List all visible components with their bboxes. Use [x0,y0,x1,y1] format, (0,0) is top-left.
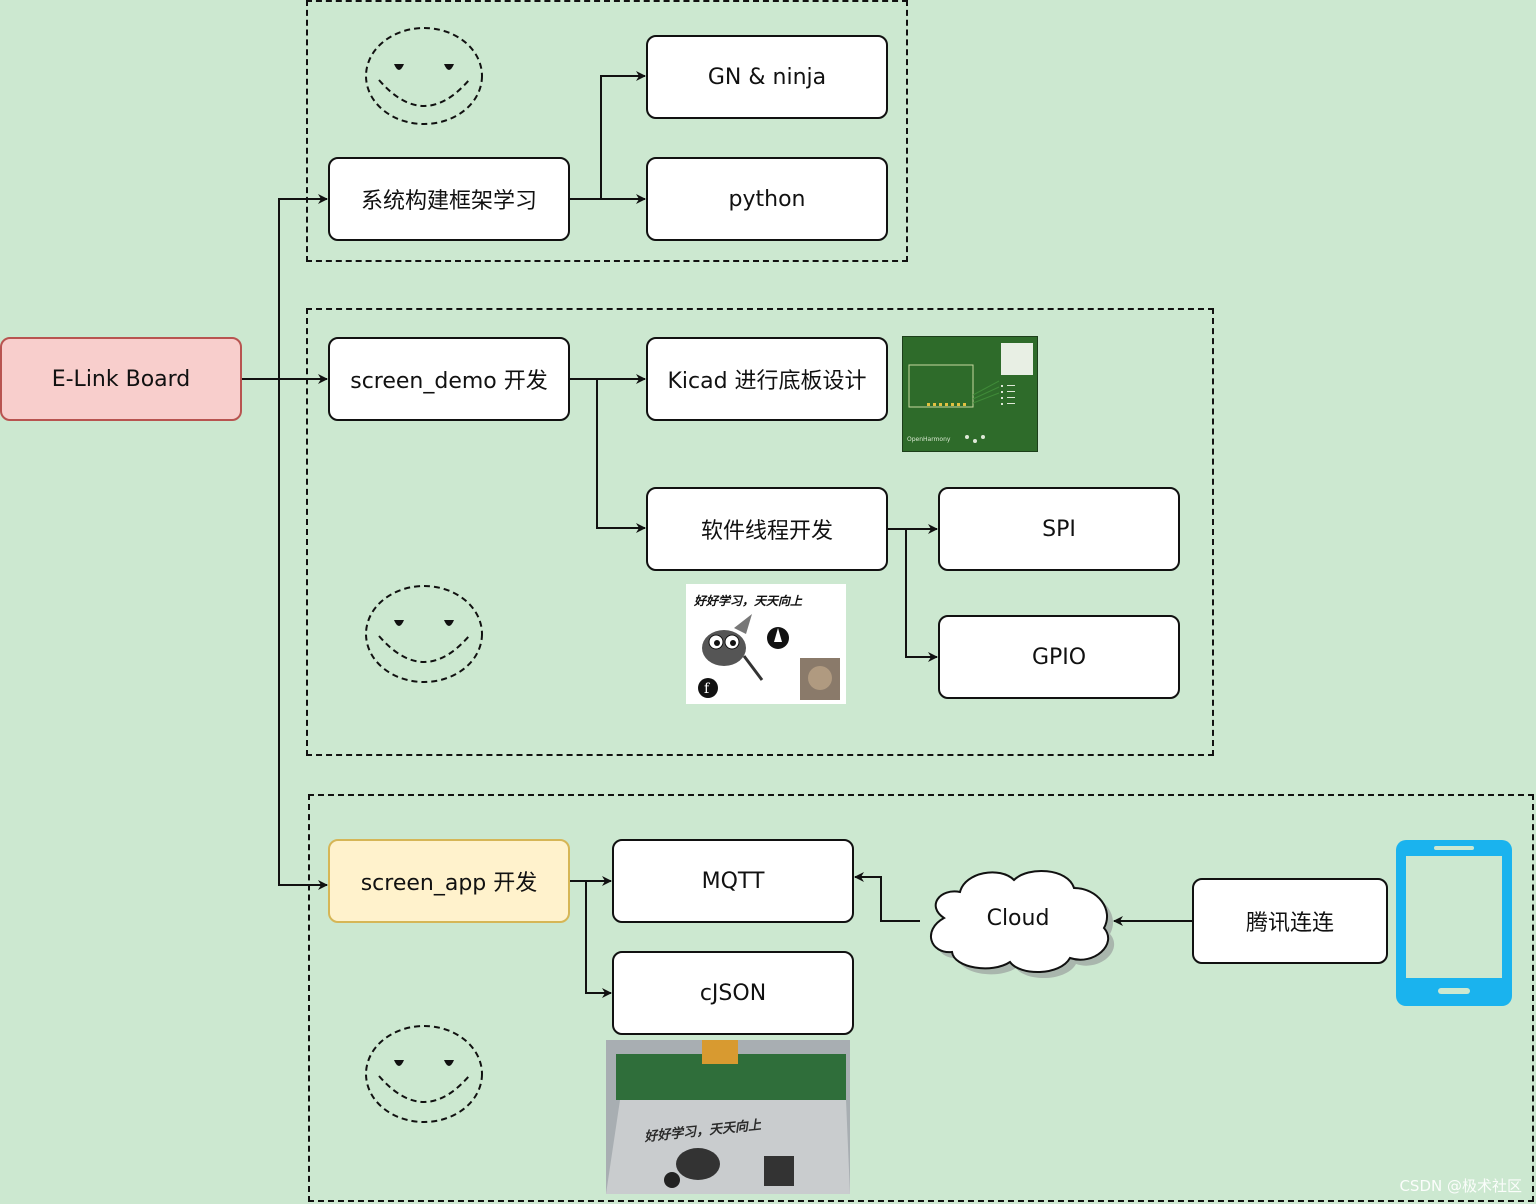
python-node[interactable]: python [646,157,888,241]
screen-demo-node[interactable]: screen_demo 开发 [328,337,570,421]
build-framework-node[interactable]: 系统构建框架学习 [328,157,570,241]
sticker-text: 好好学习，天天向上 [694,594,803,608]
cloud-label: Cloud [986,906,1050,931]
arrow-root-to-app [278,379,328,890]
eink-sticker-image: 好好学习，天天向上 f [686,584,846,704]
mqtt-node[interactable]: MQTT [612,839,854,923]
software-threads-node[interactable]: 软件线程开发 [646,487,888,571]
e-link-board-node[interactable]: E-Link Board [0,337,242,421]
kicad-node[interactable]: Kicad 进行底板设计 [646,337,888,421]
gpio-node[interactable]: GPIO [938,615,1180,699]
cloud-shape [930,869,1115,979]
arrow-software-to-gpio [905,529,938,662]
eink-device-photo: 好好学习，天天向上 [606,1040,850,1194]
pcb-label: OpenHarmony [907,436,951,443]
arrow-build-to-gn [570,71,646,200]
cjson-node[interactable]: cJSON [612,951,854,1035]
arrow-demo-to-software [596,379,646,533]
spi-node[interactable]: SPI [938,487,1180,571]
build-framework-group [306,0,908,262]
gn-ninja-node[interactable]: GN & ninja [646,35,888,119]
screen-app-group [308,794,1534,1202]
smiley-icon [365,1025,483,1123]
watermark: CSDN @极术社区 [1399,1177,1522,1195]
screen-app-node[interactable]: screen_app 开发 [328,839,570,923]
arrow-root-to-build [242,194,328,380]
smartphone-icon [1396,840,1512,1006]
screen-demo-group [306,308,1214,756]
svg-text:f: f [704,681,711,697]
arrow-app-to-cjson [585,881,612,998]
arrow-cloud-to-mqtt [854,872,920,922]
pcb-board-image: OpenHarmony [902,336,1038,452]
smiley-icon [365,27,483,125]
smiley-icon [365,585,483,683]
tencent-lianlian-node[interactable]: 腾讯连连 [1192,878,1388,964]
